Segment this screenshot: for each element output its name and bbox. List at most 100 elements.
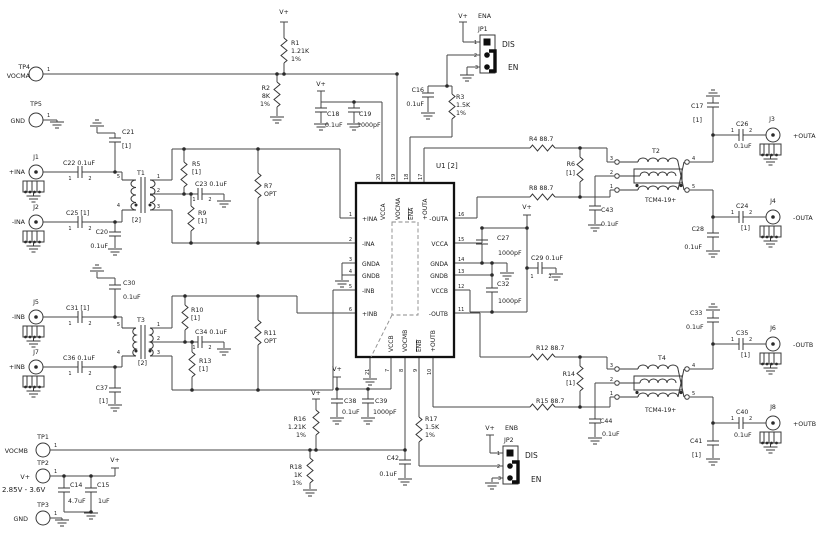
j2-refdes: J2: [32, 204, 39, 211]
schematic-label: 2: [610, 377, 613, 383]
schematic-label: 18: [404, 174, 410, 180]
schematic-label: R10: [191, 307, 203, 314]
schematic-label: 1: [192, 197, 195, 203]
tp1-refdes: TP1: [36, 434, 49, 441]
j2-name: -INA: [12, 219, 26, 226]
net-ina-plus: [43, 119, 132, 181]
jumper-jp1[interactable]: [479, 34, 497, 74]
schematic-label: R13: [199, 358, 211, 365]
schematic-label: VCCA: [380, 203, 387, 220]
schematic-label: 1000pF: [498, 298, 522, 305]
schematic-label: C22 0.1uF: [63, 160, 95, 167]
t2-value: TCM4-19+: [644, 197, 676, 204]
schematic-label: 1%: [260, 101, 270, 108]
schematic-label: 1000pF: [498, 250, 522, 257]
tp3-refdes: TP3: [36, 502, 49, 509]
schematic-label: R9: [198, 210, 206, 217]
junction-dots: [62, 72, 715, 514]
schematic-label: 7: [385, 369, 391, 372]
schematic-label: 1%: [291, 56, 301, 63]
schematic-label: 21: [365, 369, 371, 375]
schematic-label: V+: [332, 366, 342, 373]
tp2-refdes: TP2: [36, 460, 49, 467]
tp5-refdes: TP5: [29, 101, 42, 108]
schematic-label: 2: [88, 371, 91, 377]
schematic-label: 1: [54, 443, 57, 449]
schematic-label: C37: [96, 385, 108, 392]
schematic-label: 3: [349, 257, 352, 263]
schematic-label: C15: [97, 482, 109, 489]
schematic-label: C26: [736, 121, 748, 128]
schematic-label: 0.1uF: [734, 143, 752, 150]
schematic-label: 2: [497, 464, 500, 470]
schematic-label: ENA: [408, 207, 415, 220]
schematic-label: 5: [349, 284, 352, 290]
schematic-label: 1: [192, 345, 195, 351]
schematic-label: C21: [122, 129, 134, 136]
schematic-label: 1: [68, 176, 71, 182]
schematic-label: R1: [291, 40, 299, 47]
schematic-label: [1]: [566, 380, 575, 387]
schematic-label: 0.1uF: [406, 101, 424, 108]
schematic-label: R7: [264, 183, 272, 190]
schematic-label: C32: [497, 281, 509, 288]
jumper-jp2[interactable]: [502, 445, 520, 485]
schematic-label: 0.1uF: [686, 324, 704, 331]
schematic-label: +INB: [362, 311, 377, 318]
schematic-label: 1: [68, 226, 71, 232]
t1-refdes: T1: [136, 170, 145, 177]
schematic-label: 1: [731, 337, 734, 343]
t2-refdes: T2: [651, 148, 660, 155]
schematic-label: 1.5K: [456, 102, 471, 109]
schematic-label: 1: [530, 274, 533, 280]
schematic-label: -OUTB: [429, 311, 448, 318]
ic-refdes: U1 [2]: [436, 162, 458, 170]
schematic-label: R2: [262, 85, 270, 92]
schematic-label: V+: [311, 390, 321, 397]
jp1-refdes: JP1: [477, 26, 488, 33]
schematic-label: 3: [498, 476, 501, 482]
tp3-pad: [35, 510, 51, 526]
schematic-label: VCCA: [431, 241, 448, 248]
schematic-label: 1: [68, 321, 71, 327]
schematic-label: 5: [117, 322, 120, 328]
schematic-label: R6: [567, 161, 575, 168]
net-vcca-top: [313, 90, 383, 183]
net-j4-outa: [690, 189, 766, 258]
j3-refdes: J3: [768, 116, 775, 123]
schematic-label: 2: [208, 197, 211, 203]
net-vccb: [329, 357, 392, 425]
schematic-label: 2: [548, 274, 551, 280]
schematic-label: 2: [749, 210, 752, 216]
schematic-label: +OUTB: [430, 330, 437, 352]
tp3-name: GND: [14, 516, 29, 523]
schematic-label: [1]: [198, 218, 207, 225]
schematic-label: R4 88.7: [529, 136, 553, 143]
schematic-label: 4: [349, 269, 352, 275]
schematic-label: 1%: [456, 110, 466, 117]
schematic-label: [2]: [138, 360, 147, 367]
schematic-label: OPT: [264, 191, 277, 198]
schematic-label: 10: [427, 369, 433, 375]
schematic-label: C23 0.1uF: [195, 181, 227, 188]
schematic-label: C18: [327, 111, 339, 118]
connector-j7: [22, 359, 45, 398]
schematic-label: +OUTA: [422, 198, 429, 220]
ic-u1: [354, 181, 456, 359]
schematic-label: 9: [413, 369, 419, 372]
schematic-label: 2: [749, 337, 752, 343]
net-vocmb: [50, 357, 413, 497]
schematic-label: 1%: [292, 480, 302, 487]
schematic-label: C33: [690, 310, 702, 317]
schematic-label: 2: [88, 321, 91, 327]
schematic-label: 2: [610, 170, 613, 176]
schematic-label: 2: [88, 226, 91, 232]
schematic-label: 12: [458, 284, 464, 290]
connector-j2: [22, 214, 45, 253]
schematic-label: GNDB: [362, 273, 380, 280]
connector-j5: [22, 309, 45, 348]
schematic-label: 1: [610, 391, 613, 397]
schematic-label: C29 0.1uF: [531, 255, 563, 262]
schematic-label: VCCB: [388, 335, 395, 352]
